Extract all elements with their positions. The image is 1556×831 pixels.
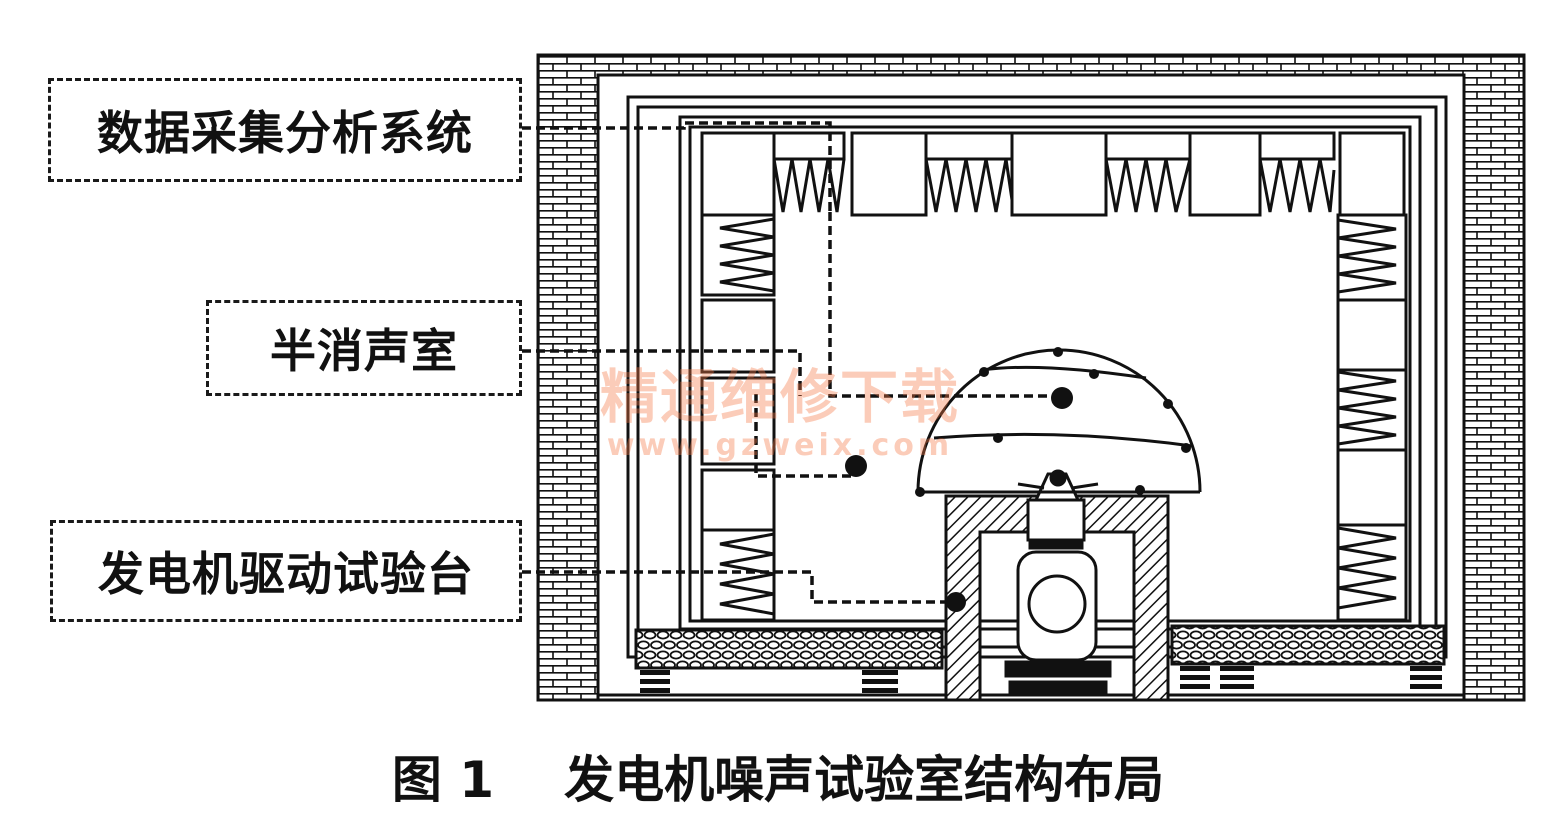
label-generator-test-bench-text: 发电机驱动试验台 [98,547,474,601]
gravel-floor [634,624,1446,670]
microphone-hemisphere [915,347,1202,497]
absorber-top-row [700,131,1406,217]
figure-caption: 图 1 发电机噪声试验室结构布局 [0,740,1556,812]
sensor-points [845,387,1073,612]
label-daq-system-text: 数据采集分析系统 [97,106,473,160]
label-semi-anechoic-chamber-text: 半消声室 [270,324,458,378]
label-daq-system: 数据采集分析系统 [48,78,522,182]
figure-title: 发电机噪声试验室结构布局 [564,751,1165,809]
acoustic-wedges [719,158,1397,616]
isolation-springs [640,666,1442,693]
absorber-left-column [700,213,776,622]
label-semi-anechoic-chamber: 半消声室 [206,300,522,396]
figure-number: 图 1 [391,751,495,809]
label-generator-test-bench: 发电机驱动试验台 [50,520,522,622]
